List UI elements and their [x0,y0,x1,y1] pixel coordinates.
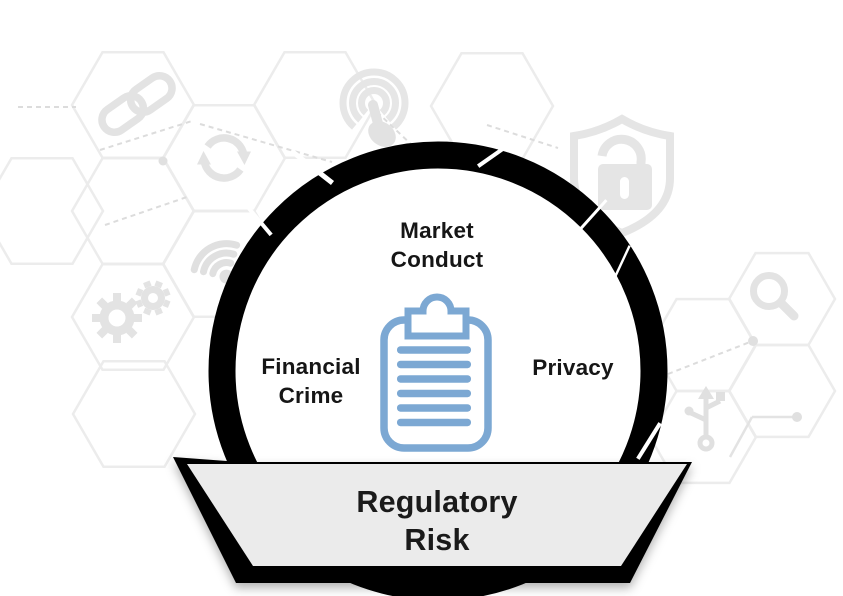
label-market-conduct: Market Conduct [390,218,484,272]
gears-icon [92,280,171,343]
circle-brush-stroke [231,143,427,282]
chain-link-icon [98,71,176,137]
title-banner [173,457,692,583]
label-financial-crime: Financial Crime [261,354,361,408]
clipboard-lines [397,346,471,427]
touch-gesture-icon [339,68,409,147]
clipboard-clip [404,293,470,340]
search-icon [750,272,799,321]
usb-icon [684,386,725,452]
clipboard-icon [380,293,492,452]
banner-title: Regulatory Risk [356,485,518,557]
label-privacy: Privacy [532,355,614,380]
sync-icon [197,134,251,182]
banner-face [187,464,687,566]
network-nodes [158,156,802,458]
brush-texture [241,138,662,460]
